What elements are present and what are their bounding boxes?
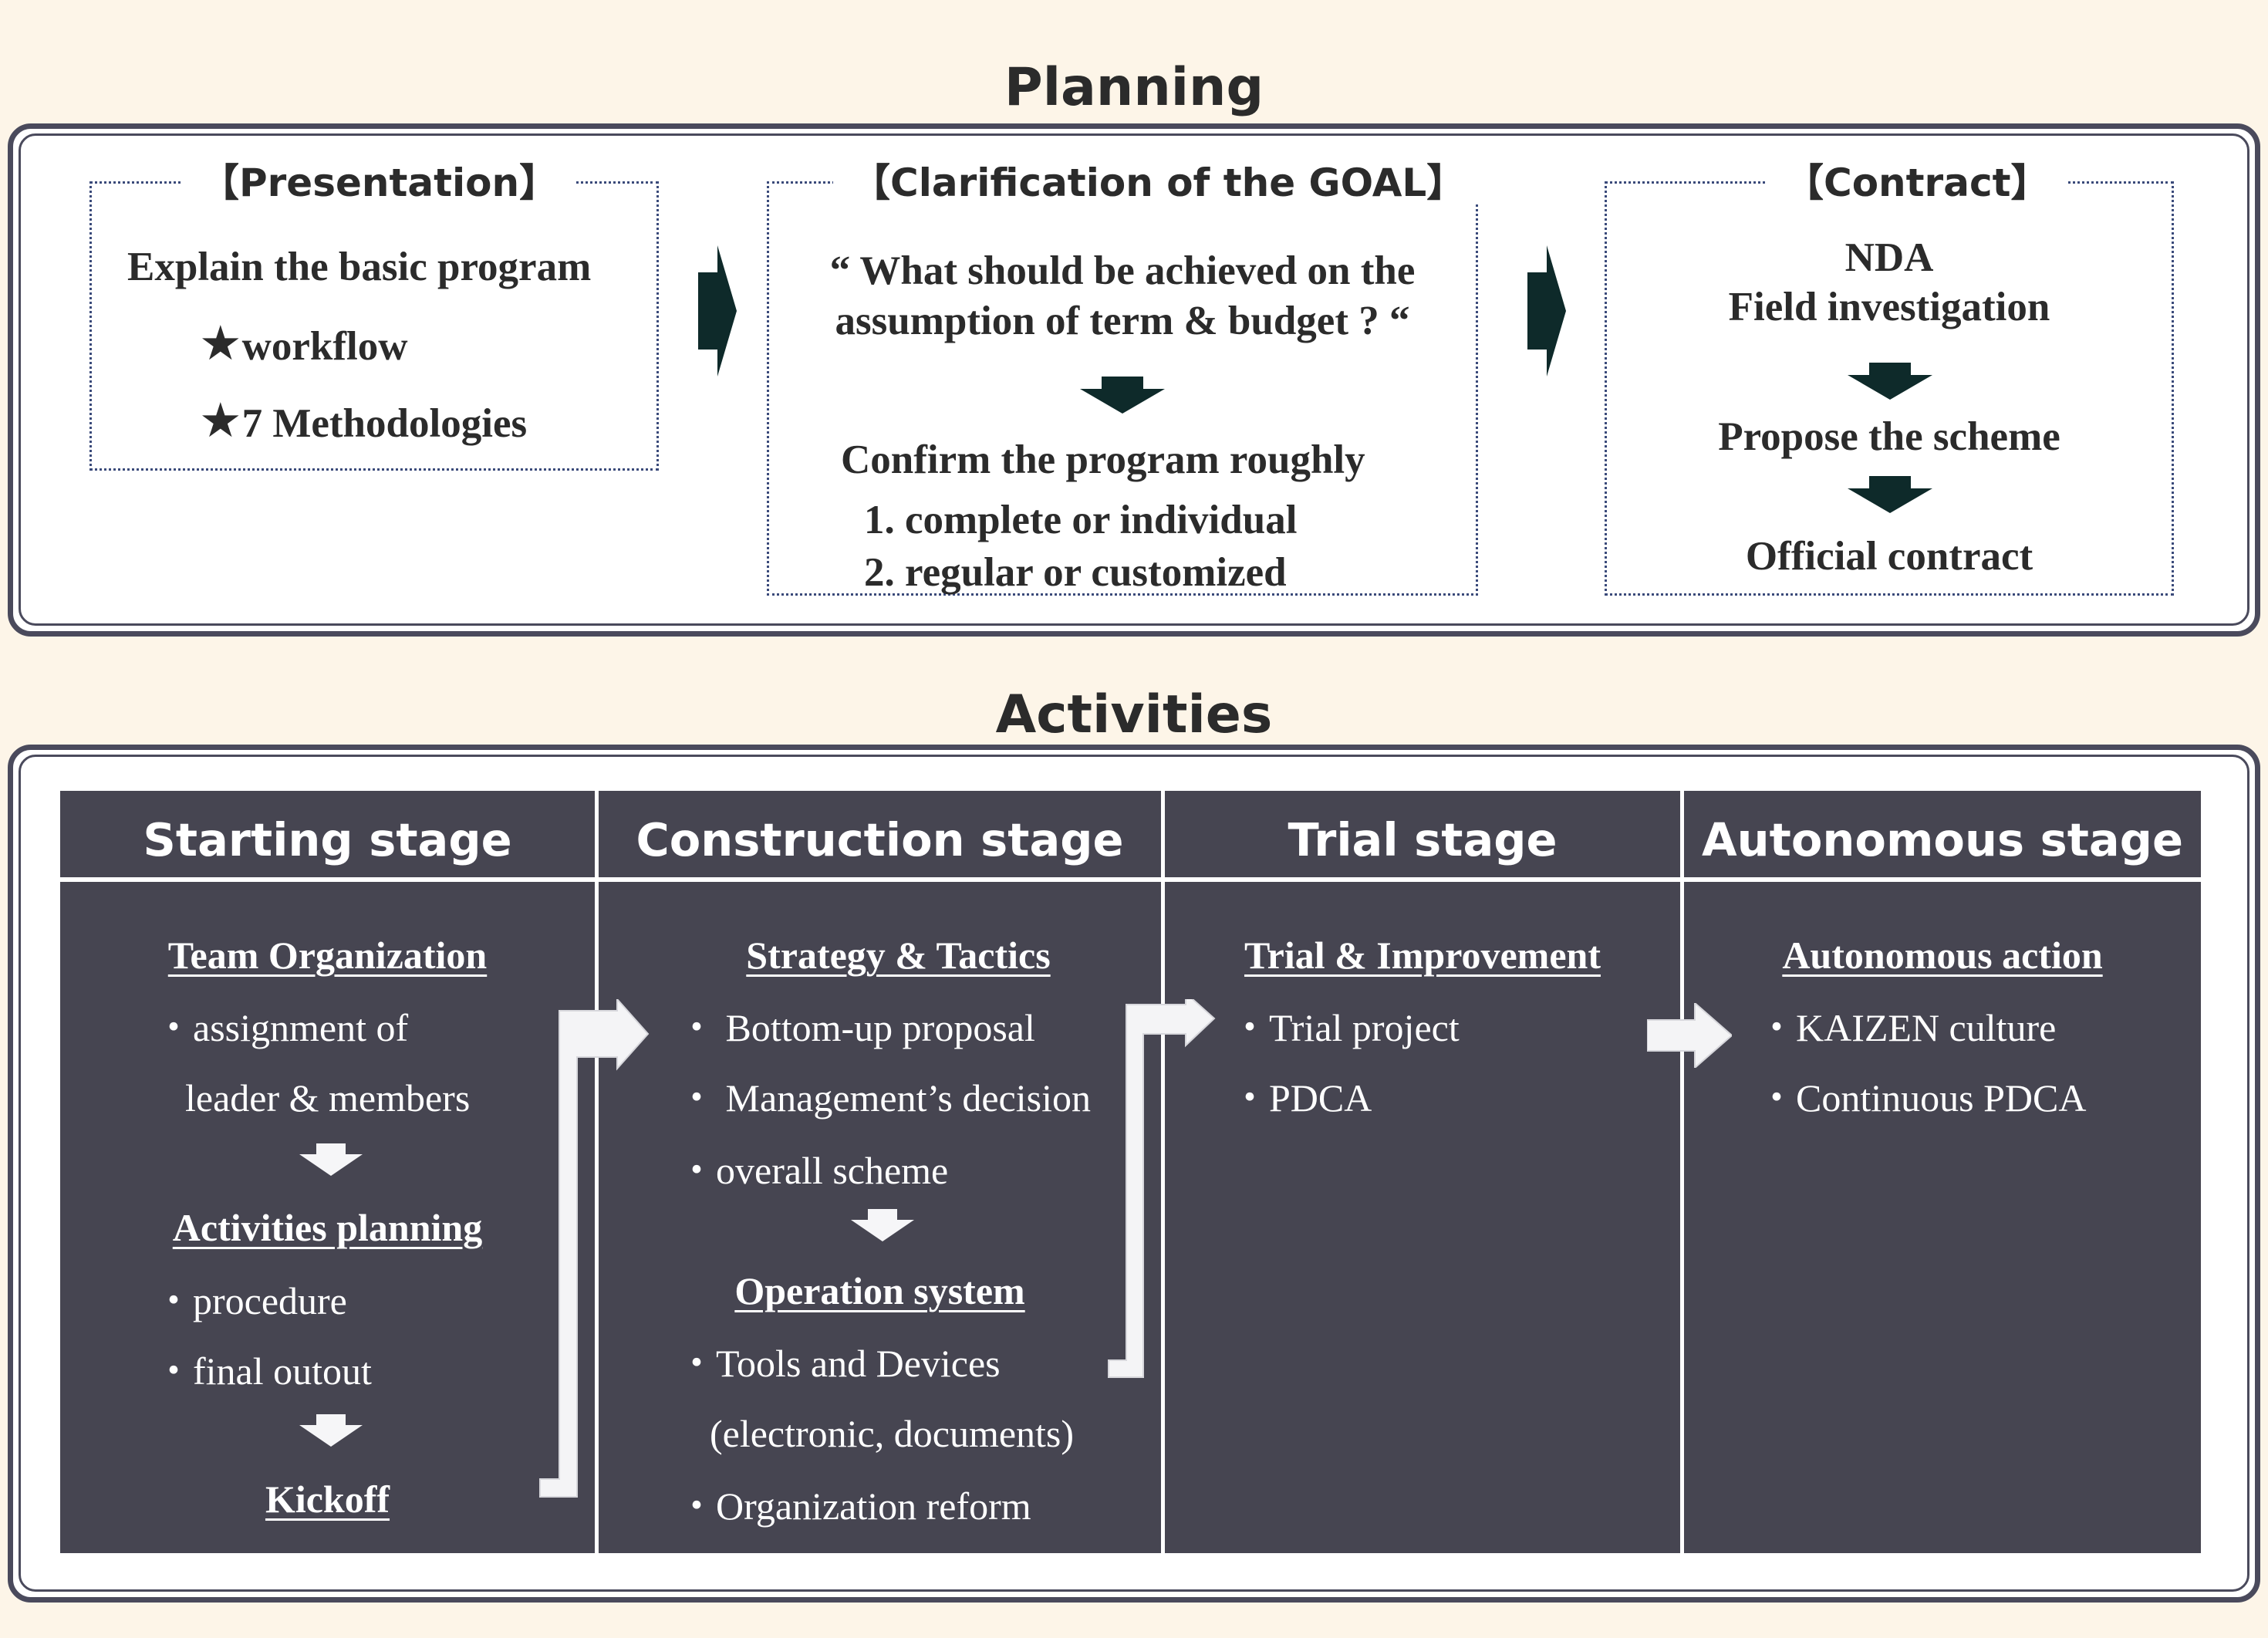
contract-step-official: Official contract <box>1745 534 2033 579</box>
clarification-heading: 【Clarification of the GOAL】 <box>833 164 1484 202</box>
right-arrow-icon <box>1527 245 1566 377</box>
construction-bullet-overall: ・overall scheme <box>677 1149 949 1192</box>
stage-header-starting: Starting stage <box>143 812 512 866</box>
clarification-question-2: assumption of term & budget ? “ <box>835 299 1410 343</box>
column-divider <box>1680 791 1684 1553</box>
construction-heading-operation: Operation system <box>734 1269 1025 1312</box>
stage-header-trial: Trial stage <box>1288 812 1558 866</box>
trial-heading: Trial & Improvement <box>1244 934 1601 977</box>
down-arrow-icon <box>299 1414 363 1447</box>
clarification-option-2: 2. regular or customized <box>864 550 1287 595</box>
presentation-item-workflow: ★workflow <box>199 315 408 371</box>
contract-step-propose: Propose the scheme <box>1718 414 2060 459</box>
star-icon: ★ <box>199 315 242 371</box>
construction-bullet-electronic: (electronic, documents) <box>710 1412 1075 1455</box>
clarification-option-1: 1. complete or individual <box>864 498 1298 542</box>
clarification-confirm: Confirm the program roughly <box>841 437 1365 482</box>
autonomous-heading: Autonomous action <box>1782 934 2103 977</box>
header-divider <box>60 877 2201 882</box>
construction-heading-strategy: Strategy & Tactics <box>746 934 1051 977</box>
contract-heading: 【Contract】 <box>1767 164 2068 202</box>
column-divider <box>595 791 599 1553</box>
construction-bullet-management: ・ Management’s decision <box>677 1076 1091 1120</box>
construction-bullet-bottomup: ・ Bottom-up proposal <box>677 1006 1035 1049</box>
activities-title: Activities <box>995 684 1273 745</box>
down-arrow-icon <box>851 1209 914 1241</box>
contract-step-field: Field investigation <box>1728 285 2050 329</box>
planning-title: Planning <box>1004 57 1264 118</box>
presentation-item-methodologies: ★7 Methodologies <box>199 392 528 448</box>
construction-bullet-tools: ・Tools and Devices <box>677 1342 1001 1385</box>
starting-bullet-final: ・final outout <box>154 1349 372 1393</box>
down-arrow-icon <box>1080 377 1165 414</box>
autonomous-bullet-kaizen: ・KAIZEN culture <box>1757 1006 2057 1049</box>
starting-bullet-leader: leader & members <box>185 1076 471 1120</box>
autonomous-bullet-pdca: ・Continuous PDCA <box>1757 1076 2087 1120</box>
starting-heading-team: Team Organization <box>167 934 488 977</box>
trial-bullet-project: ・Trial project <box>1230 1006 1460 1049</box>
stage-connector-arrow-icon <box>539 999 650 1498</box>
down-arrow-icon <box>299 1143 363 1176</box>
right-arrow-icon <box>1647 1003 1732 1068</box>
starting-bullet-procedure: ・procedure <box>154 1279 347 1322</box>
starting-heading-planning: Activities planning <box>172 1206 483 1249</box>
starting-heading-kickoff: Kickoff <box>265 1478 390 1521</box>
down-arrow-icon <box>1848 476 1932 513</box>
clarification-question-1: “ What should be achieved on the <box>829 248 1416 293</box>
down-arrow-icon <box>1848 363 1932 400</box>
trial-bullet-pdca: ・PDCA <box>1230 1076 1372 1120</box>
contract-step-nda: NDA <box>1844 235 1934 280</box>
stage-header-construction: Construction stage <box>636 812 1124 866</box>
stage-connector-arrow-icon <box>1108 999 1216 1378</box>
right-arrow-icon <box>698 245 737 377</box>
presentation-heading: 【Presentation】 <box>182 164 577 202</box>
presentation-line-1: Explain the basic program <box>127 245 592 289</box>
starting-bullet-assignment: ・assignment of <box>154 1006 409 1049</box>
column-divider <box>1161 791 1165 1553</box>
stage-header-autonomous: Autonomous stage <box>1702 812 2183 866</box>
star-icon: ★ <box>199 392 242 448</box>
construction-bullet-reform: ・Organization reform <box>677 1484 1031 1528</box>
